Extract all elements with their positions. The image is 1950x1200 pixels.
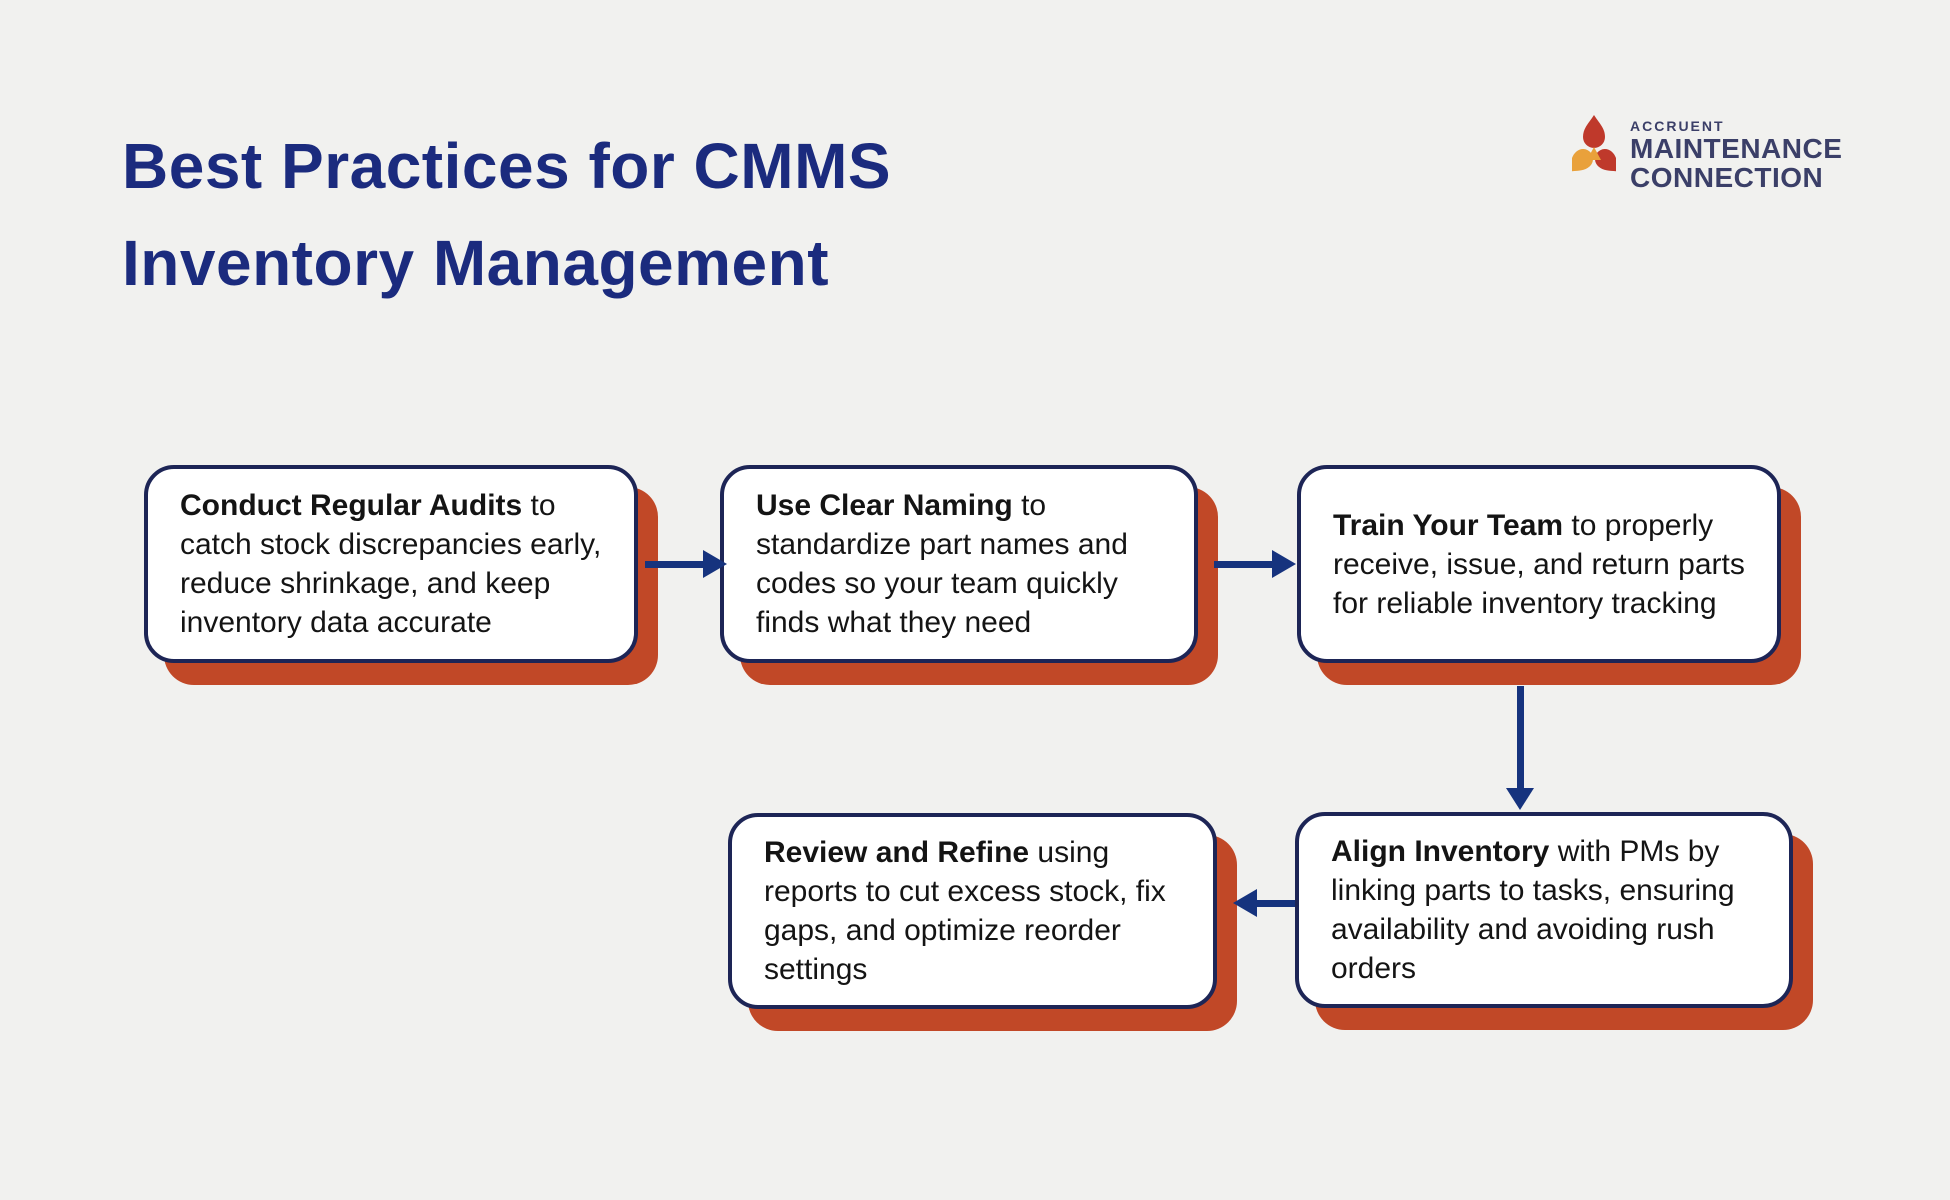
arrow-head bbox=[1506, 788, 1534, 810]
step-lead: Conduct Regular Audits bbox=[180, 489, 523, 522]
step-text: Align Inventory with PMs by linking part… bbox=[1331, 832, 1759, 988]
page-title-line1: Best Practices for CMMS bbox=[122, 130, 892, 202]
step-text: Review and Refine using reports to cut e… bbox=[764, 833, 1183, 989]
arrow-shaft bbox=[1517, 686, 1524, 792]
arrow-head bbox=[1272, 550, 1296, 578]
step-rest: to catch stock discrepancies early, redu… bbox=[180, 489, 602, 639]
arrow-head bbox=[703, 550, 727, 578]
accruent-a-mark-icon bbox=[1572, 115, 1616, 172]
step-rest: with PMs by linking parts to tasks, ensu… bbox=[1331, 835, 1735, 985]
step-lead: Review and Refine bbox=[764, 836, 1030, 869]
brand-name: ACCRUENT bbox=[1630, 118, 1725, 134]
arrow-shaft bbox=[1255, 900, 1295, 907]
step-rest: to standardize part names and codes so y… bbox=[756, 489, 1128, 639]
arrow-head bbox=[1233, 889, 1257, 917]
step-rest: using reports to cut excess stock, fix g… bbox=[764, 836, 1166, 986]
step-box-train-your-team: Train Your Team to properly receive, iss… bbox=[1297, 465, 1781, 663]
step-rest: to properly receive, issue, and return p… bbox=[1333, 508, 1745, 620]
step-text: Conduct Regular Audits to catch stock di… bbox=[180, 486, 604, 642]
product-name-line1: MAINTENANCE bbox=[1630, 133, 1843, 164]
arrow-shaft bbox=[1214, 561, 1276, 568]
step-lead: Align Inventory bbox=[1331, 835, 1550, 868]
brand-logo-text: ACCRUENT MAINTENANCE CONNECTION bbox=[1630, 114, 1842, 192]
product-name-line2: CONNECTION bbox=[1630, 162, 1824, 193]
step-lead: Train Your Team bbox=[1333, 508, 1564, 542]
arrow-shaft bbox=[645, 561, 707, 568]
page-title-line2: Inventory Management bbox=[122, 227, 830, 299]
step-box-review-and-refine: Review and Refine using reports to cut e… bbox=[728, 813, 1217, 1009]
step-text: Use Clear Naming to standardize part nam… bbox=[756, 486, 1164, 642]
step-box-align-inventory: Align Inventory with PMs by linking part… bbox=[1295, 812, 1793, 1008]
page-title: Best Practices for CMMS Inventory Manage… bbox=[122, 118, 891, 312]
step-box-conduct-regular-audits: Conduct Regular Audits to catch stock di… bbox=[144, 465, 638, 663]
step-box-use-clear-naming: Use Clear Naming to standardize part nam… bbox=[720, 465, 1198, 663]
step-text: Train Your Team to properly receive, iss… bbox=[1333, 506, 1747, 623]
brand-logo: ACCRUENT MAINTENANCE CONNECTION bbox=[1572, 114, 1842, 192]
step-lead: Use Clear Naming bbox=[756, 489, 1013, 522]
